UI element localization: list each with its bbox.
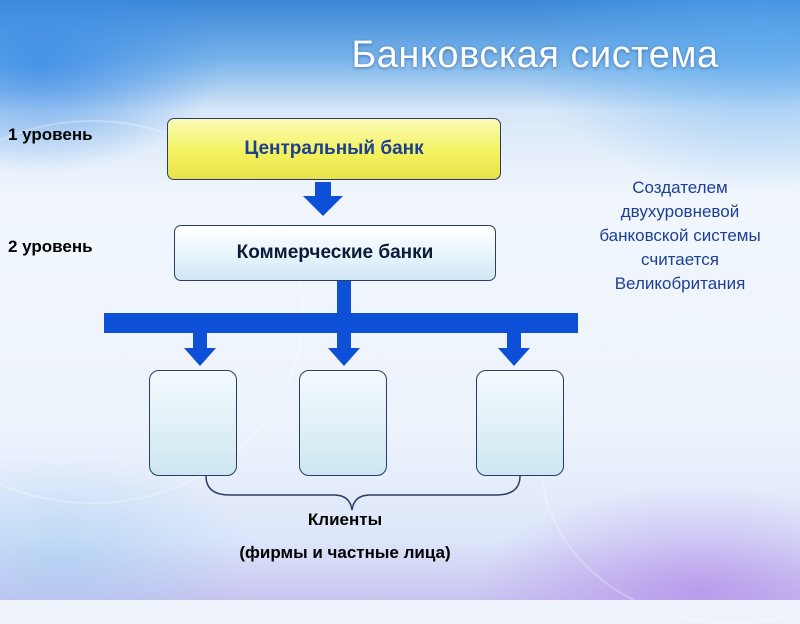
central-bank-box: Центральный банк [167, 118, 501, 180]
arrow-down-icon [328, 333, 360, 366]
commercial-banks-box: Коммерческие банки [174, 225, 496, 281]
clients-label: Клиенты [307, 510, 383, 529]
arrow-down-icon [184, 333, 216, 366]
arrow-down-icon [303, 182, 343, 216]
clients-brace [205, 475, 521, 511]
connector-stem [337, 281, 351, 315]
level-2-label: 2 уровень [8, 237, 93, 256]
note-text: Создателем двухуровневой банковской сист… [599, 178, 761, 293]
client-box [149, 370, 237, 476]
connector-graphics [104, 182, 578, 511]
arrow-down-icon [498, 333, 530, 366]
clients-description: (фирмы и частные лица) [239, 543, 451, 562]
slide-title: Банковская система [351, 34, 719, 76]
client-box [299, 370, 387, 476]
distribution-bar [104, 313, 578, 333]
client-box [476, 370, 564, 476]
level-1-label: 1 уровень [8, 125, 93, 144]
